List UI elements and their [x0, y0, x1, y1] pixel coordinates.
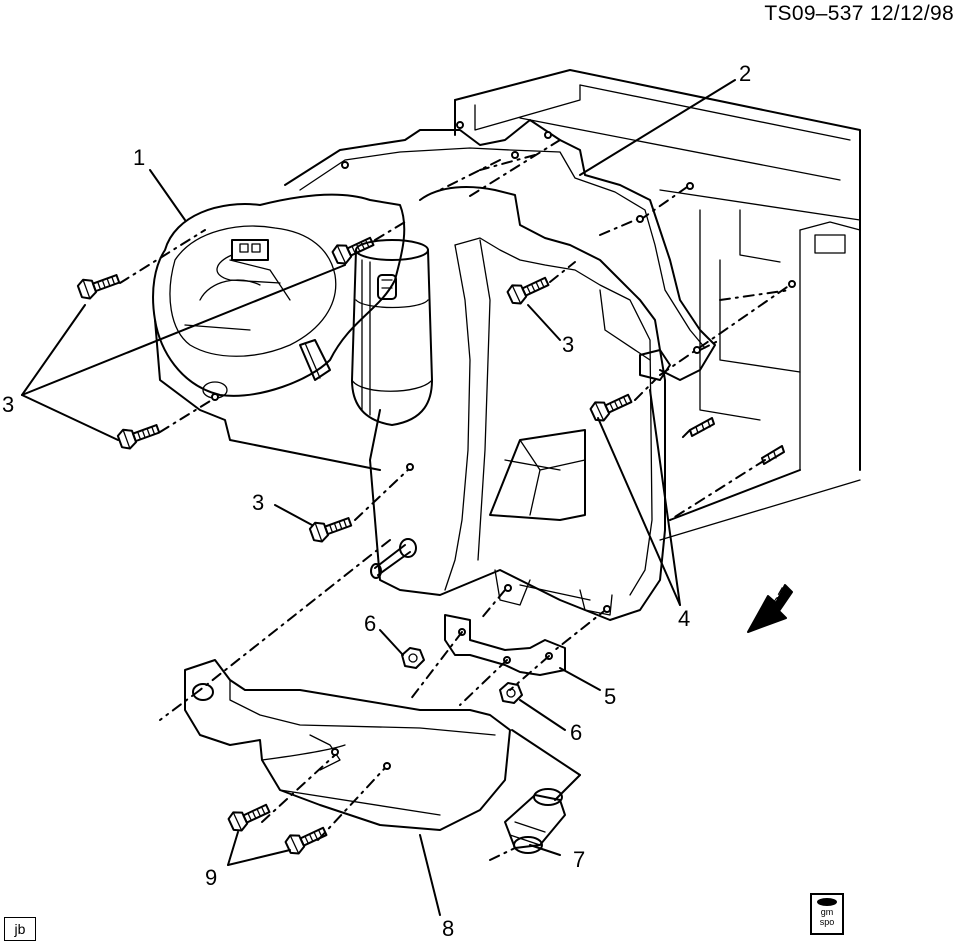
bolt-icon — [116, 424, 161, 450]
callout-labels: 1 2 3 3 3 4 5 6 6 7 8 9 — [2, 61, 751, 941]
document-id: TS09–537 12/12/98 — [764, 2, 954, 25]
callout-4: 4 — [678, 606, 690, 631]
bolt-icon — [506, 276, 550, 305]
accumulator-canister — [351, 239, 433, 426]
callout-8: 8 — [442, 916, 454, 941]
callout-7: 7 — [573, 847, 585, 872]
bolt-icon — [227, 803, 271, 832]
stud-icon — [370, 417, 785, 579]
logo-text-gm: gm — [820, 907, 834, 917]
logo-oval — [817, 898, 837, 906]
hvac-module-case — [369, 186, 671, 621]
callout-3: 3 — [252, 490, 264, 515]
callout-1: 1 — [133, 145, 145, 170]
gm-logo-icon: gm spo — [810, 893, 844, 935]
front-direction-arrow: FRT — [747, 584, 795, 633]
logo-text-spo: spo — [819, 917, 835, 927]
bolt-icon — [589, 393, 633, 422]
seal-gasket — [284, 119, 716, 381]
drafter-initials: jb — [4, 917, 36, 941]
callout-6: 6 — [570, 720, 582, 745]
bolt-icon — [308, 517, 353, 543]
bolt-icon — [284, 826, 328, 855]
nut-icon — [401, 647, 523, 704]
bolt-icon — [76, 274, 121, 300]
callout-9: 9 — [205, 865, 217, 890]
callout-5: 5 — [604, 684, 616, 709]
callout-3: 3 — [562, 332, 574, 357]
callout-3: 3 — [2, 392, 14, 417]
callout-2: 2 — [739, 61, 751, 86]
callout-leaders — [21, 79, 736, 916]
bolt-icon — [331, 236, 375, 265]
blower-motor — [152, 193, 406, 471]
lower-shield-panel — [184, 659, 511, 831]
assembly-lines — [119, 121, 796, 861]
mounting-bracket — [444, 614, 566, 676]
dash-panel — [454, 69, 861, 541]
callout-6: 6 — [364, 611, 376, 636]
